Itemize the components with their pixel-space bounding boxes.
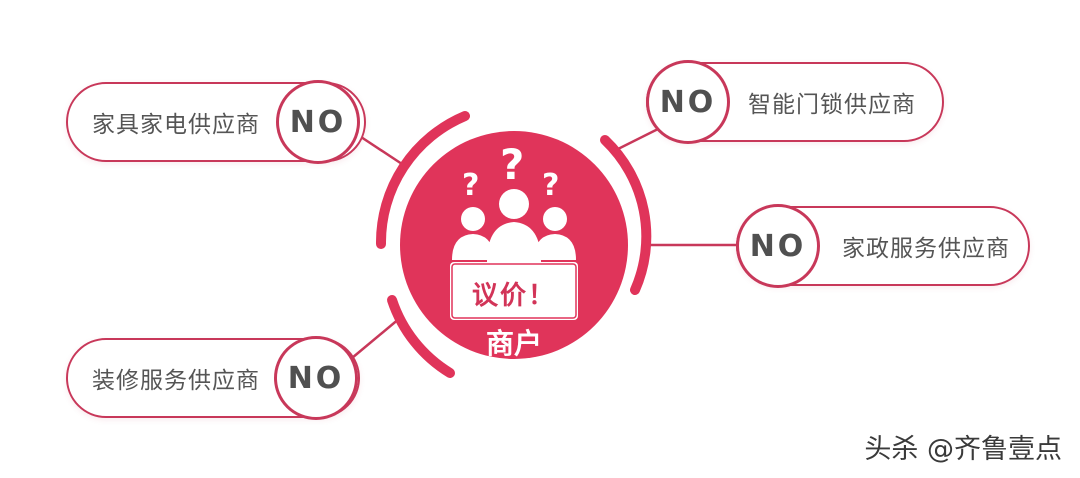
sign-board [450, 262, 578, 320]
outer-arc-bottom-left [387, 295, 455, 378]
watermark-text: 头杀 @齐鲁壹点 [864, 434, 1062, 465]
supplier-label-furniture: 家具家电供应商 [92, 112, 260, 138]
no-badge-renovation: NO [274, 336, 358, 420]
people-icon [452, 189, 576, 262]
no-badge-smart-lock: NO [646, 60, 730, 144]
question-mark-left: ? [462, 168, 480, 203]
question-mark-right: ? [542, 168, 560, 203]
connector-line-bottom-left [351, 317, 401, 359]
connector-line-top-right [611, 126, 661, 154]
question-mark-center: ? [500, 140, 525, 189]
supplier-label-renovation: 装修服务供应商 [92, 368, 260, 394]
outer-arc-top-left [375, 111, 470, 249]
connector-line-top-left [357, 133, 409, 170]
no-badge-housekeeping: NO [736, 204, 820, 288]
supplier-label-housekeeping: 家政服务供应商 [842, 236, 1010, 262]
center-title: 商户 [485, 327, 542, 360]
sign-board-border [451, 263, 577, 319]
supplier-label-smart-lock: 智能门锁供应商 [748, 92, 916, 118]
no-badge-furniture: NO [276, 80, 360, 164]
sign-text: 议价！ [471, 280, 556, 311]
outer-arc-right [600, 135, 652, 295]
